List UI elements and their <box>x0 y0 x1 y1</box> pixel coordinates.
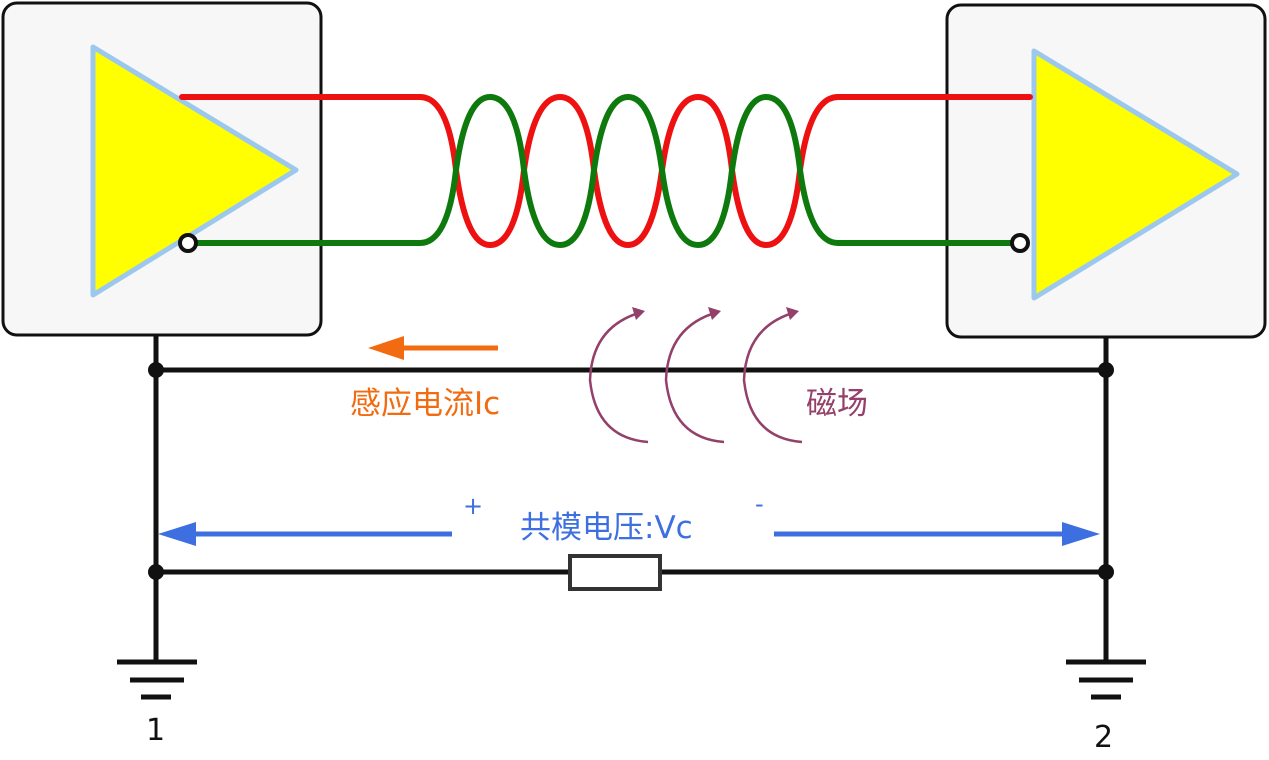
left-amplifier-triangle <box>90 44 299 298</box>
left-inverting-node <box>178 233 198 253</box>
junction-dot <box>1098 362 1114 378</box>
resistor <box>568 554 662 591</box>
plus-sign: + <box>463 492 483 520</box>
ground-symbol-left <box>117 659 197 700</box>
ground-1-label: 1 <box>146 713 165 748</box>
induced-current-arrow <box>368 336 498 360</box>
magnetic-field-arcs <box>588 307 803 444</box>
ground-wiring <box>153 335 1109 662</box>
magnetic-field-label: 磁场 <box>806 386 868 422</box>
induced-current-label: 感应电流Ic <box>350 386 500 422</box>
junction-dot <box>1098 564 1114 580</box>
common-mode-voltage-label: 共模电压:Vc <box>520 510 693 546</box>
junction-dot <box>148 362 164 378</box>
ground-symbol-right <box>1066 659 1146 700</box>
green-conductor <box>192 93 1015 249</box>
right-amplifier-triangle <box>1031 48 1240 301</box>
right-inverting-node <box>1010 233 1030 253</box>
red-conductor <box>179 93 1033 249</box>
junction-dot <box>148 564 164 580</box>
ground-2-label: 2 <box>1094 720 1113 755</box>
minus-sign: - <box>755 490 764 518</box>
junction-dots <box>148 362 1114 580</box>
common-mode-voltage-arrows <box>158 522 1100 546</box>
